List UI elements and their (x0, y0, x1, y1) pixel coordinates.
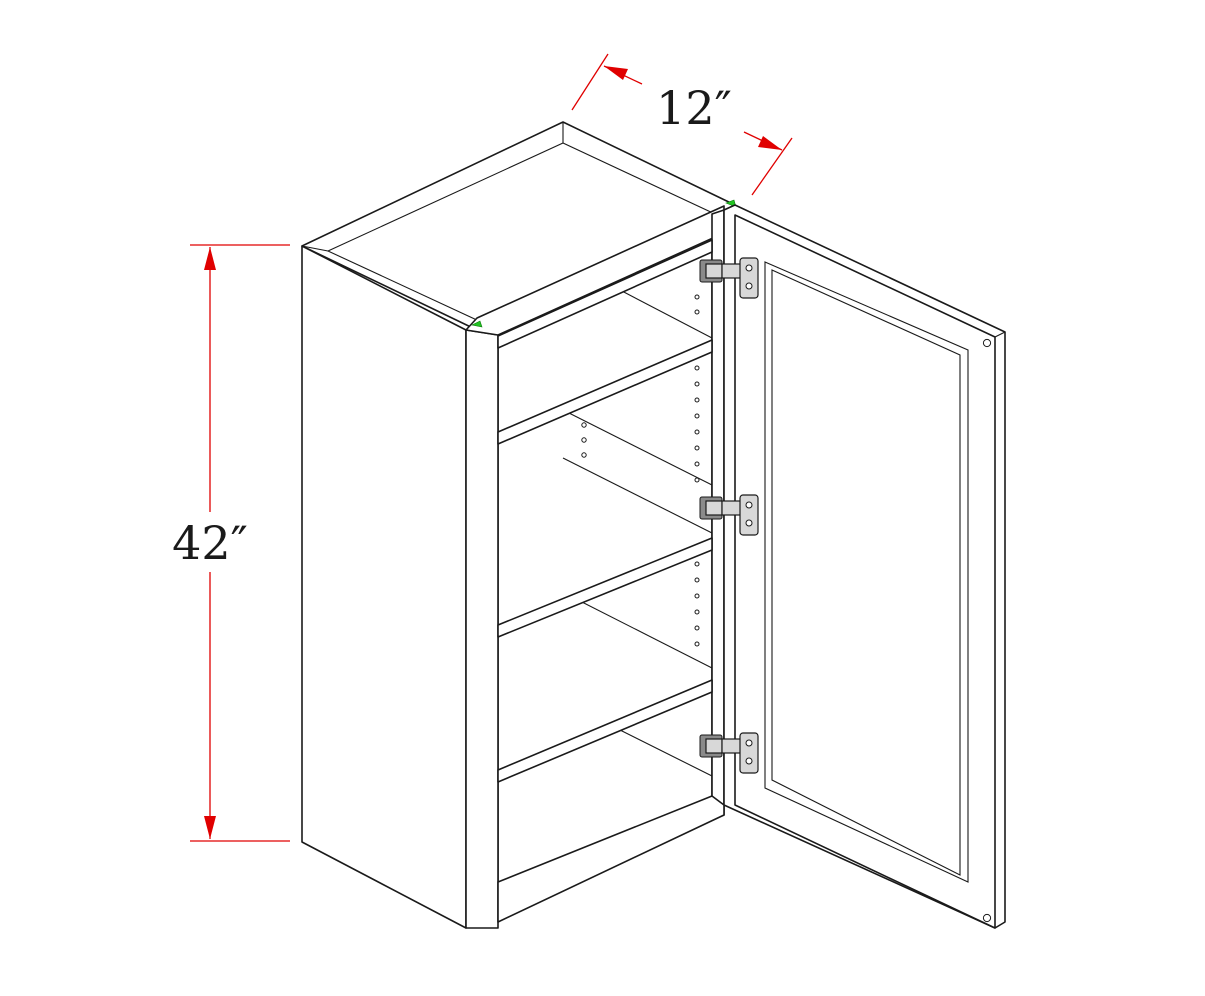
left-side-panel (301, 245, 467, 929)
width-arrow-right (758, 136, 782, 150)
hinge-top (699, 257, 759, 299)
width-extension-left (571, 53, 609, 111)
door-front (734, 214, 996, 929)
interior-back (497, 239, 713, 896)
face-frame-bottom-rail (497, 795, 725, 923)
cabinet-box (301, 121, 737, 929)
door-screw-top (982, 338, 992, 348)
shelf-top-inner (497, 239, 713, 349)
hinge-middle (699, 494, 759, 536)
width-label: 12″ (656, 81, 732, 135)
height-arrow-top (204, 247, 216, 270)
cabinet-door (723, 204, 1006, 929)
shelf-1 (497, 339, 713, 445)
door-panel-frame (764, 261, 969, 883)
shelf-2 (497, 537, 713, 638)
height-label: 42″ (172, 516, 248, 570)
face-frame-left-stile (465, 329, 499, 929)
height-dimension: 42″ (172, 244, 290, 842)
corner-marker-left (471, 320, 483, 328)
side-shelf-pin-holes (694, 294, 700, 647)
shelf-3 (497, 679, 713, 783)
height-arrow-bottom (204, 816, 216, 839)
back-shelf-pin-holes (581, 422, 587, 458)
door-panel-inset (771, 269, 961, 876)
hinge-bottom (699, 732, 759, 774)
width-extension-right (751, 137, 793, 196)
width-dimension: 12″ (571, 53, 793, 196)
face-frame-top-rail (465, 205, 725, 336)
door-screw-bottom (982, 913, 992, 923)
width-arrow-left (604, 66, 628, 80)
